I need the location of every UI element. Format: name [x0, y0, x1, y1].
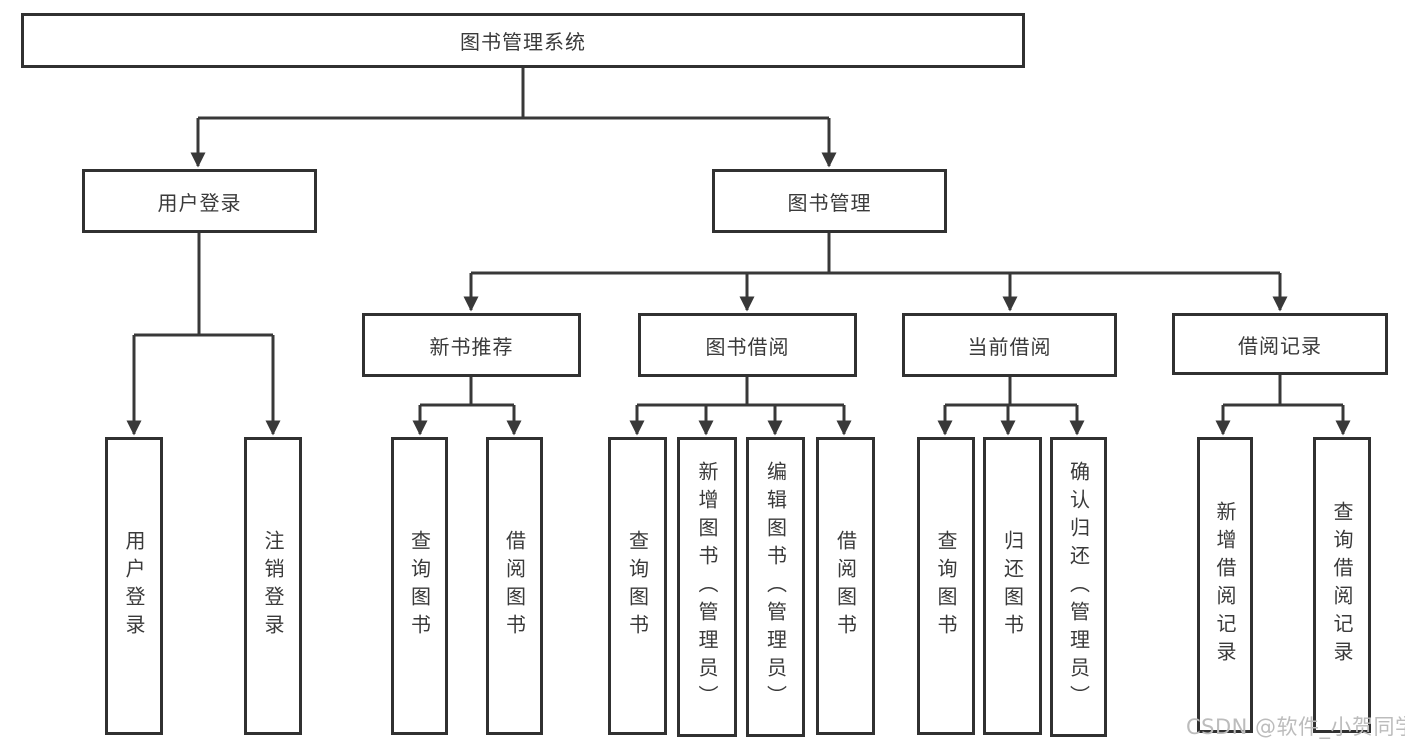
- leaf-records-query-record: 查询借阅记录: [1313, 437, 1371, 733]
- leaf-user-login: 用户登录: [105, 437, 163, 735]
- leaf-borrowing-borrow-books: 借阅图书: [816, 437, 875, 735]
- watermark: CSDN @软件_小贺同学: [1186, 715, 1405, 739]
- leaf-current-confirm-return-admin: 确认归还（管理员）: [1050, 437, 1107, 737]
- leaf-borrowing-edit-books-admin: 编辑图书（管理员）: [746, 437, 805, 737]
- leaf-newrec-query-books: 查询图书: [391, 437, 448, 735]
- node-borrow-records: 借阅记录: [1172, 313, 1388, 375]
- leaf-borrowing-query-books: 查询图书: [608, 437, 667, 735]
- node-user-login: 用户登录: [82, 169, 317, 233]
- node-current-borrowing: 当前借阅: [902, 313, 1117, 377]
- leaf-logout: 注销登录: [244, 437, 302, 735]
- leaf-current-query-books: 查询图书: [917, 437, 975, 735]
- root-node: 图书管理系统: [21, 13, 1025, 68]
- node-new-book-recommend: 新书推荐: [362, 313, 581, 377]
- node-book-borrowing: 图书借阅: [638, 313, 857, 377]
- leaf-current-return-books: 归还图书: [983, 437, 1042, 735]
- node-book-management: 图书管理: [712, 169, 947, 233]
- leaf-borrowing-add-books-admin: 新增图书（管理员）: [677, 437, 737, 737]
- leaf-records-add-record: 新增借阅记录: [1197, 437, 1253, 733]
- leaf-newrec-borrow-books: 借阅图书: [486, 437, 543, 735]
